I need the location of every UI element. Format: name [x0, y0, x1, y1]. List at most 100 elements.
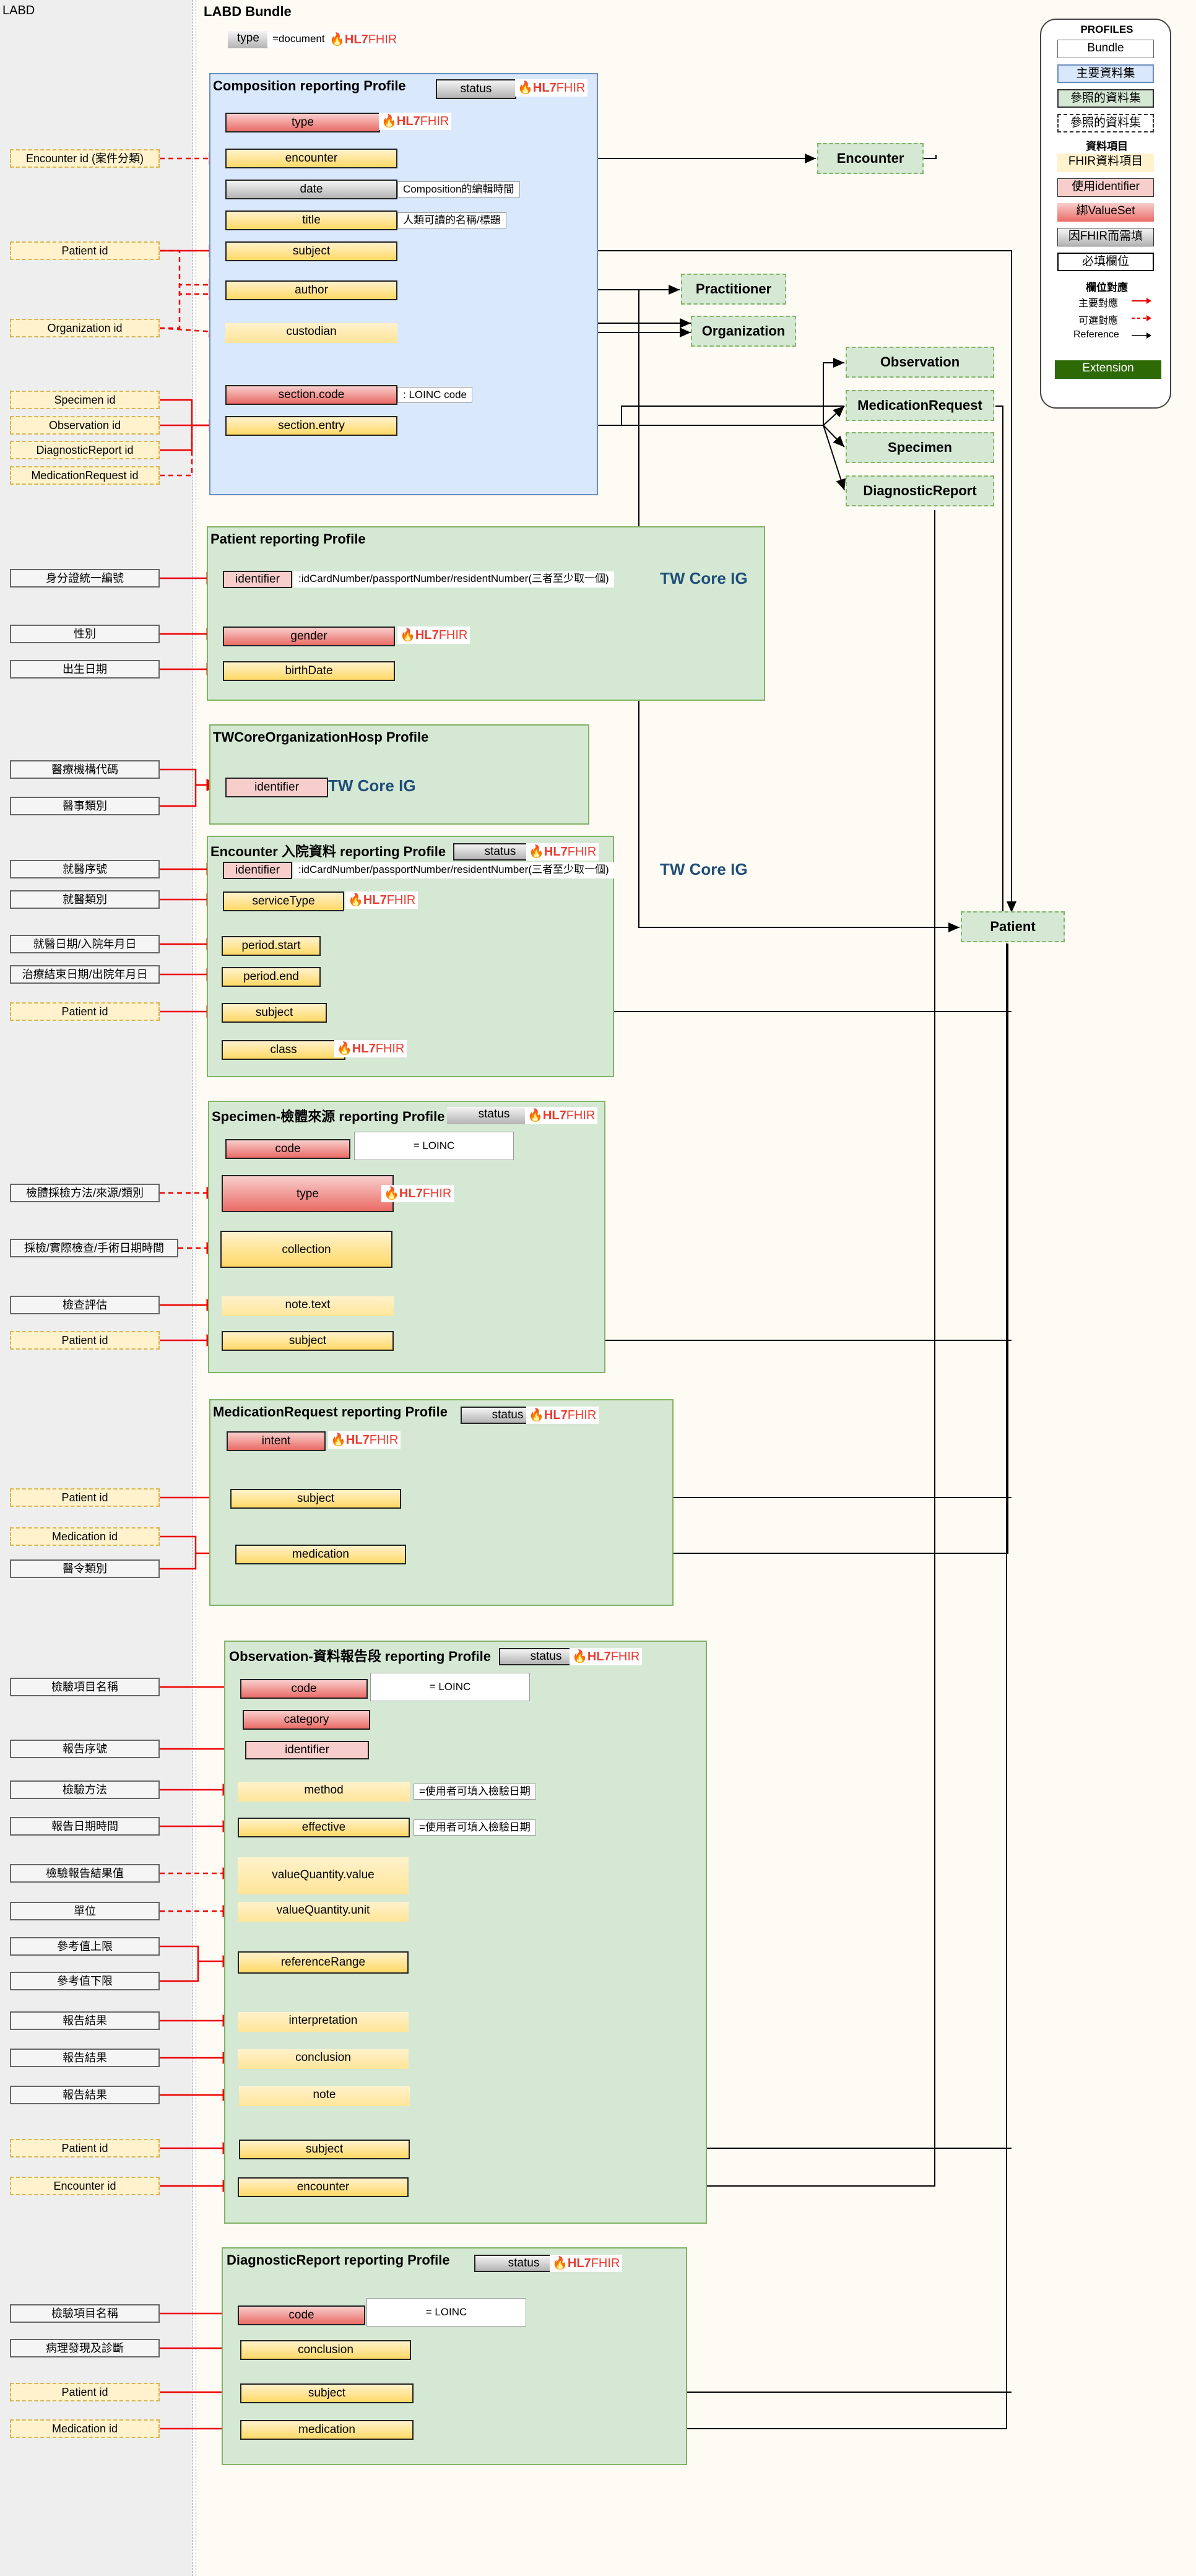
- observation-value-quantity-unit: valueQuantity.unit: [238, 1902, 409, 1922]
- specimen-code-note: = LOINC: [354, 1132, 514, 1160]
- fhir-badge: 🔥HL7FHIR: [515, 79, 588, 97]
- encounter-resource: Encounter: [817, 143, 924, 174]
- specimen-code: code: [225, 1139, 350, 1159]
- legend-required: 必填欄位: [1057, 253, 1154, 271]
- encounter-period-end: period.end: [222, 967, 321, 987]
- observation-effective-note: =使用者可填入檢驗日期: [414, 1819, 536, 1836]
- source-patient-id: Patient id: [10, 2139, 160, 2158]
- diagnostic-report-resource: DiagnosticReport: [846, 475, 994, 506]
- specimen-collection: collection: [220, 1231, 392, 1268]
- encounter-subject: subject: [222, 1003, 327, 1023]
- fhir-badge: 🔥HL7FHIR: [379, 113, 452, 130]
- source-visit-number: 就醫序號: [10, 860, 160, 878]
- source-birth-date: 出生日期: [10, 660, 160, 679]
- composition-encounter: encounter: [225, 149, 397, 168]
- specimen-type: type: [222, 1175, 394, 1212]
- diagnostic-report-subject: subject: [240, 2383, 414, 2403]
- encounter-profile: Encounter 入院資料 reporting Profile status …: [207, 836, 748, 1077]
- medreq-medication: medication: [235, 1545, 406, 1564]
- bundle-type-field: type: [228, 31, 269, 48]
- legend-extension: Extension: [1055, 360, 1161, 379]
- arrow-dashed-red-icon: [1132, 315, 1151, 321]
- specimen-resource: Specimen: [846, 432, 994, 463]
- observation-effective: effective: [238, 1818, 410, 1837]
- legend-main: 主要資料集: [1057, 64, 1154, 83]
- specimen-profile-title: Specimen-檢體來源 reporting Profile: [212, 1109, 445, 1124]
- encounter-identifier-note: :idCardNumber/passportNumber/residentNum…: [293, 862, 614, 878]
- tw-core-label: TW Core IG: [660, 569, 748, 588]
- medreq-profile-title: MedicationRequest reporting Profile: [213, 1404, 448, 1420]
- source-medication-id: Medication id: [10, 2419, 160, 2438]
- source-organization-id: Organization id: [10, 319, 160, 337]
- patient-profile: Patient reporting Profile identifier :id…: [207, 526, 765, 701]
- source-report-result: 報告結果: [10, 2086, 160, 2104]
- legend-primary: 主要對應: [1078, 298, 1119, 309]
- source-collect-date: 採檢/實際檢查/手術日期時間: [10, 1239, 178, 1257]
- arrow-black-icon: [1132, 332, 1151, 339]
- tw-core-label: TW Core IG: [660, 860, 748, 878]
- org-profile: TWCoreOrganizationHosp Profile identifie…: [209, 724, 589, 825]
- composition-subject: subject: [225, 241, 397, 261]
- patient-profile-title: Patient reporting Profile: [210, 531, 366, 547]
- organization-resource: Organization: [691, 316, 796, 347]
- diagnostic-report-code-note: = LOINC: [366, 2298, 526, 2327]
- composition-section-code-note: : LOINC code: [397, 387, 472, 403]
- legend: PROFILES Bundle 主要資料集 參照的資料集 參照的資料集 資料項目…: [1040, 19, 1171, 409]
- org-identifier: identifier: [225, 778, 328, 797]
- arrow-solid-red-icon: [1132, 298, 1151, 304]
- legend-fhir-required: 因FHIR而需填: [1057, 228, 1154, 246]
- diagnostic-report-profile-title: DiagnosticReport reporting Profile: [227, 2252, 450, 2268]
- fhir-badge: 🔥HL7FHIR: [526, 1407, 599, 1424]
- fhir-badge: 🔥HL7FHIR: [327, 31, 400, 48]
- source-medicationrequest-id: MedicationRequest id: [10, 466, 160, 485]
- composition-author: author: [225, 280, 397, 300]
- fhir-badge: 🔥HL7FHIR: [526, 843, 599, 861]
- composition-title-field: title: [225, 210, 397, 230]
- fhir-badge: 🔥HL7FHIR: [345, 891, 418, 909]
- composition-custodian: custodian: [225, 323, 397, 343]
- source-report-result: 報告結果: [10, 2011, 160, 2030]
- composition-profile: Composition reporting Profile status 🔥HL…: [209, 73, 598, 495]
- observation-method-note: =使用者可填入檢驗日期: [414, 1784, 536, 1800]
- fhir-badge: 🔥HL7FHIR: [525, 1107, 598, 1124]
- source-ref-high: 參考值上限: [10, 1937, 160, 1956]
- source-patient-id: Patient id: [10, 241, 160, 260]
- composition-section-entry: section.entry: [225, 416, 397, 436]
- diagnostic-report-profile: DiagnosticReport reporting Profile statu…: [222, 2247, 687, 2465]
- composition-date: date: [225, 180, 397, 199]
- source-encounter-id: Encounter id (案件分類): [10, 149, 160, 168]
- fhir-badge: 🔥HL7FHIR: [397, 627, 470, 644]
- source-unit: 單位: [10, 1902, 160, 1920]
- legend-possible: 可選對應: [1078, 316, 1119, 326]
- practitioner-resource: Practitioner: [681, 274, 786, 305]
- source-test-method: 檢驗方法: [10, 1780, 160, 1799]
- patient-birthdate: birthDate: [223, 661, 395, 681]
- diagnostic-report-medication: medication: [240, 2420, 414, 2440]
- patient-identifier: identifier: [223, 571, 292, 588]
- observation-resource: Observation: [846, 347, 994, 378]
- source-national-id: 身分證統一編號: [10, 569, 160, 588]
- encounter-profile-title: Encounter 入院資料 reporting Profile: [210, 844, 446, 859]
- composition-title-note: 人類可讀的名稱/標題: [397, 212, 506, 228]
- medreq-subject: subject: [230, 1489, 401, 1509]
- observation-code-note: = LOINC: [370, 1673, 530, 1701]
- source-visit-type: 就醫類別: [10, 890, 160, 909]
- source-test-name: 檢驗項目名稱: [10, 1678, 160, 1696]
- observation-reference-range: referenceRange: [238, 1951, 409, 1974]
- source-pathology: 病理發現及診斷: [10, 2339, 160, 2357]
- encounter-service-type: serviceType: [223, 891, 344, 911]
- source-ref-low: 參考值下限: [10, 1972, 160, 1990]
- composition-status: status: [436, 79, 516, 99]
- composition-section-code: section.code: [225, 385, 397, 405]
- source-observation-id: Observation id: [10, 416, 160, 435]
- legend-items-title: 資料項目: [1086, 141, 1128, 152]
- source-visit-end: 治療結束日期/出院年月日: [10, 965, 160, 984]
- source-collect-method: 檢體採檢方法/來源/類別: [10, 1184, 160, 1202]
- source-hospital-code: 醫療機構代碼: [10, 760, 160, 779]
- source-report-seq: 報告序號: [10, 1740, 160, 1758]
- source-encounter-id: Encounter id: [10, 2177, 160, 2195]
- source-specimen-id: Specimen id: [10, 391, 160, 409]
- observation-interpretation: interpretation: [238, 2012, 409, 2032]
- composition-title: Composition reporting Profile: [213, 78, 406, 93]
- bundle-type-note: =document: [267, 32, 330, 48]
